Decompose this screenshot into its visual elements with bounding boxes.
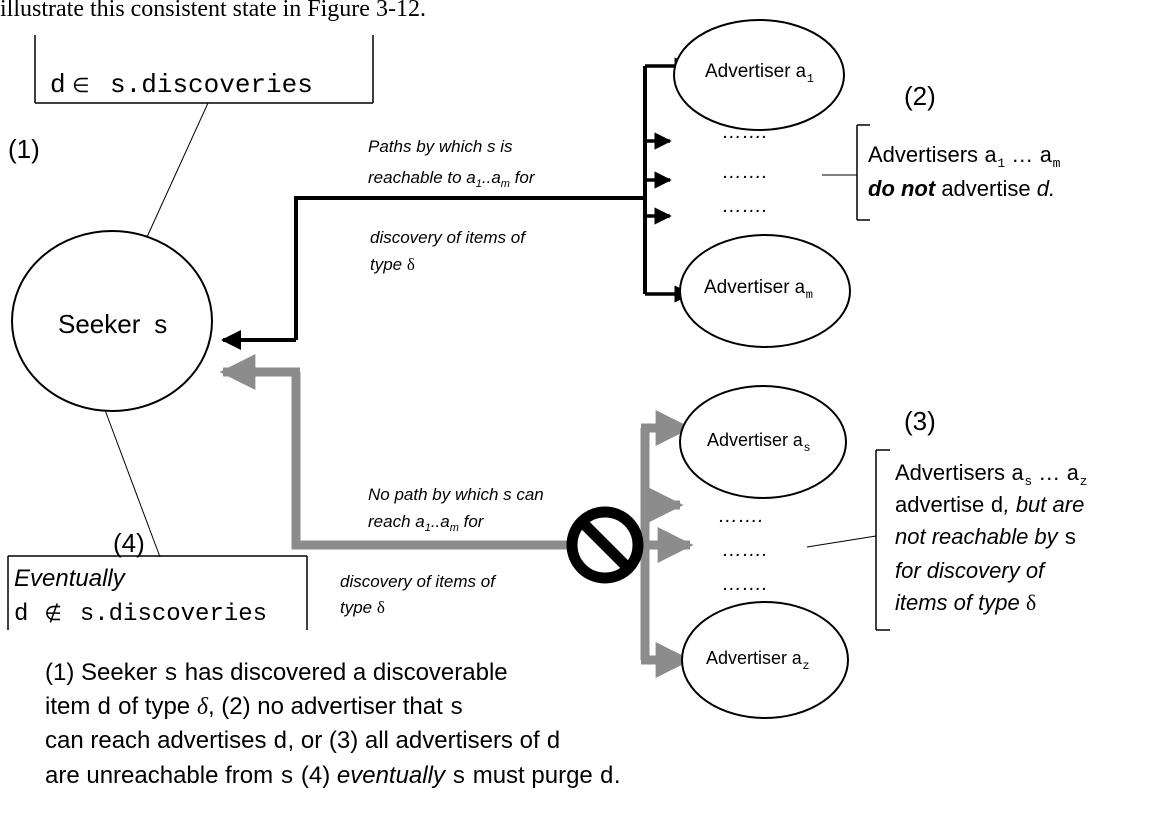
advertiser-as-label: Advertiser as	[707, 430, 811, 455]
box2-line1: Advertisers a1 … am	[868, 142, 1061, 171]
lower-path-line3: discovery of items of	[340, 572, 497, 591]
reachable-paths	[221, 57, 692, 350]
upper-path-line4: type δ	[370, 255, 415, 274]
label-2: (2)	[904, 81, 936, 111]
advertiser-a1-label: Advertiser a1	[705, 61, 814, 86]
unreachable-paths	[219, 354, 694, 678]
box1-op: ∈	[72, 75, 89, 97]
box4-line1: Eventually	[14, 565, 127, 592]
seeker-label: Seeker s	[58, 309, 169, 341]
box4-line2: d ∉ s.discoveries	[14, 600, 267, 628]
label-1: (1)	[8, 134, 40, 164]
caption: (1) Seeker s has discovered a discoverab…	[45, 659, 621, 791]
upper-dots: ……. ……. …….	[722, 121, 768, 217]
box-1: d ∈ s.discoveries	[34, 35, 374, 104]
caption-line1: (1) Seeker s has discovered a discoverab…	[45, 659, 508, 688]
box-4: Eventually d ∉ s.discoveries	[7, 555, 308, 630]
box-3: Advertisers as … az advertise d, but are…	[875, 449, 1087, 631]
leader-line-3	[806, 535, 877, 548]
caption-line4: are unreachable from s (4) eventually s …	[45, 762, 621, 791]
box3-line3: not reachable by s	[895, 524, 1077, 551]
no-entry-icon	[566, 506, 644, 584]
svg-text:…….: …….	[722, 121, 768, 143]
lower-path-line4: type δ	[340, 598, 385, 617]
svg-text:d ∈ s.discoveries: d ∈ s.discoveries	[50, 69, 313, 100]
seeker-var: s	[153, 311, 169, 341]
advertiser-am-node	[679, 234, 851, 348]
advertiser-a1-node	[673, 19, 845, 131]
label-3: (3)	[904, 406, 936, 436]
svg-text:…….: …….	[722, 539, 768, 561]
box2-line2: do not advertise d.	[868, 176, 1055, 201]
leader-line-4	[104, 409, 161, 558]
lower-path-line2: reach a1..am for	[368, 512, 485, 534]
box1-set: s.discoveries	[110, 70, 313, 100]
svg-text:…….: …….	[722, 195, 768, 217]
leader-line-1	[141, 102, 209, 249]
upper-path-line1: Paths by which s is	[368, 137, 513, 156]
advertiser-az-label: Advertiser az	[706, 648, 810, 673]
upper-path-text: Paths by which s is reachable to a1..am …	[368, 137, 536, 274]
caption-line3: can reach advertises d, or (3) all adver…	[45, 727, 561, 756]
upper-path-line3: discovery of items of	[370, 228, 527, 247]
advertiser-am-label: Advertiser am	[704, 277, 813, 302]
seeker-word: Seeker	[58, 309, 141, 339]
svg-text:…….: …….	[722, 573, 768, 595]
lower-path-text: No path by which s can reach a1..am for …	[340, 485, 544, 617]
lower-path-line1: No path by which s can	[368, 485, 544, 504]
upper-path-line2: reachable to a1..am for	[368, 168, 536, 190]
lower-dots: ……. ……. …….	[718, 505, 768, 595]
box3-line2: advertise d, but are	[895, 492, 1084, 519]
header-text: illustrate this consistent state in Figu…	[0, 0, 426, 22]
box1-var: d	[50, 70, 66, 100]
svg-text:…….: …….	[718, 505, 764, 527]
box3-line5: items of type δ	[895, 590, 1036, 615]
box3-line1: Advertisers as … az	[895, 460, 1087, 489]
caption-line2: item d of type δ, (2) no advertiser that…	[45, 693, 464, 722]
seeker-node	[11, 230, 213, 412]
advertiser-az-node	[681, 601, 849, 719]
label-4: (4)	[113, 528, 145, 558]
advertiser-as-node	[679, 385, 847, 499]
box3-line4: for discovery of	[895, 558, 1047, 583]
svg-text:…….: …….	[722, 161, 768, 183]
box-2: Advertisers a1 … am do not advertise d.	[856, 124, 1061, 221]
